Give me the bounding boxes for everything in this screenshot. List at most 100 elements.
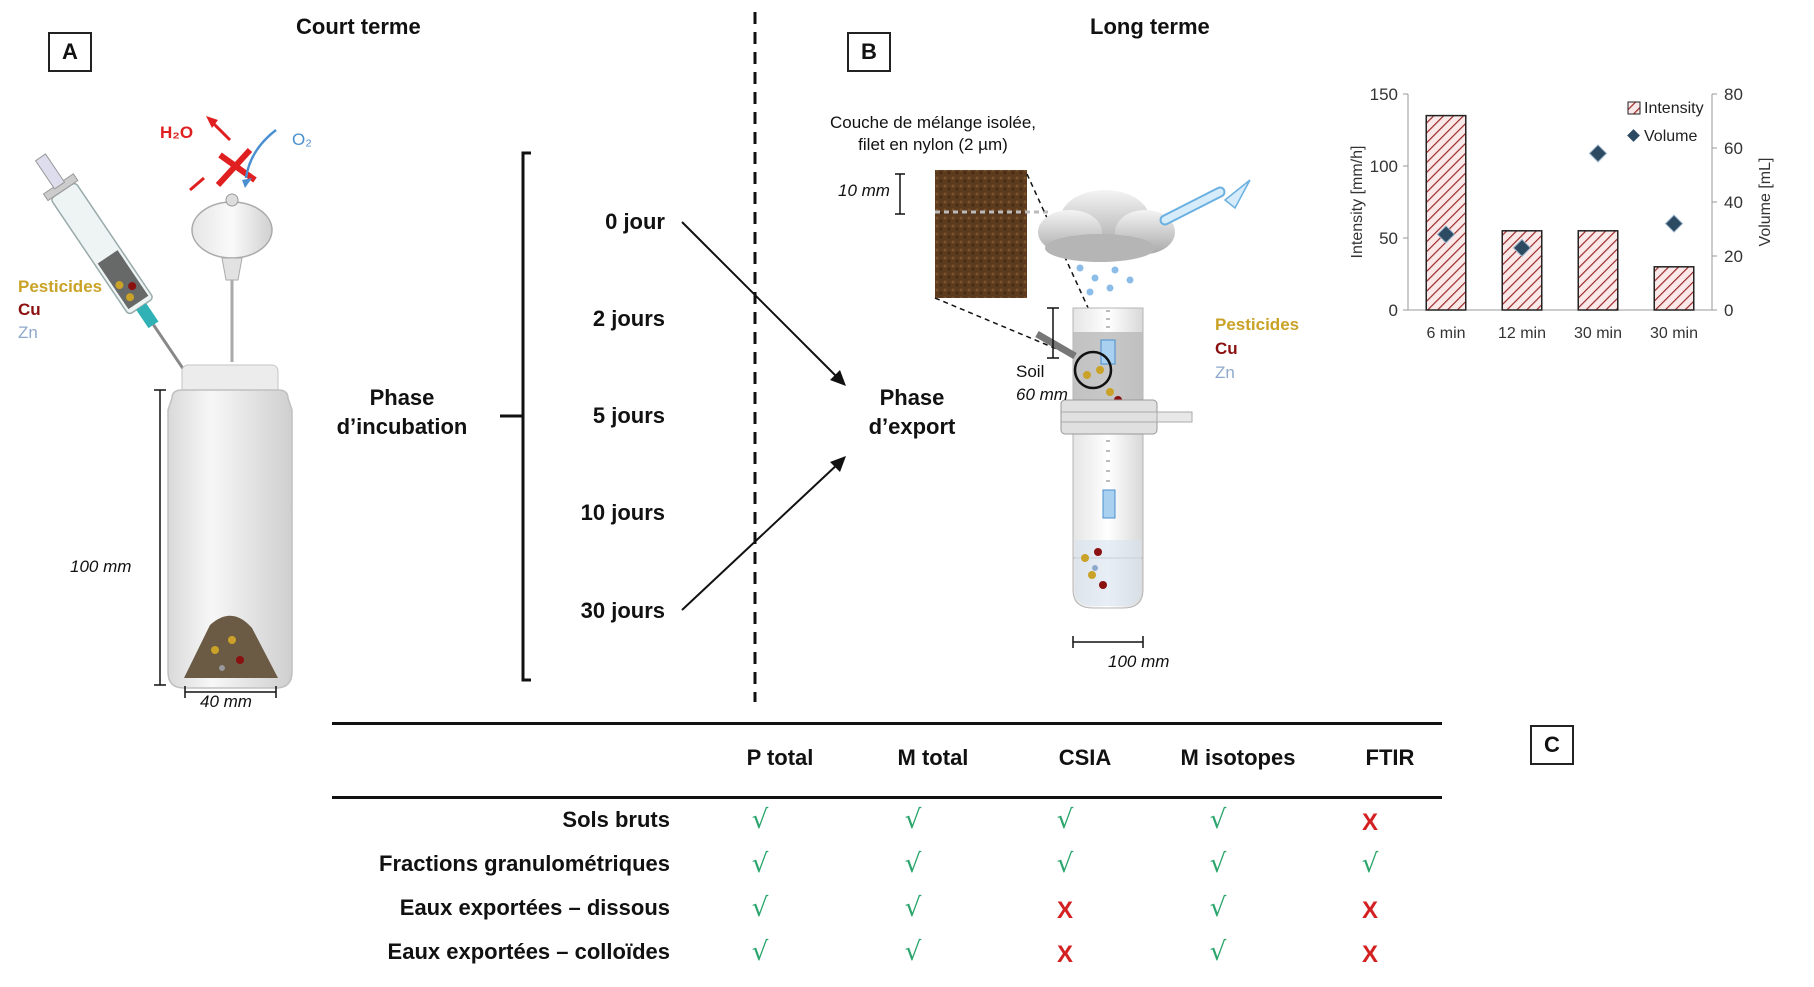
check-mark-icon: √	[904, 805, 922, 835]
filter-icon	[191, 193, 273, 362]
check-mark-icon: √	[904, 893, 922, 923]
o2-label: O₂	[292, 130, 312, 149]
mixing-layer-caption-line1: Couche de mélange isolée,	[829, 113, 1037, 132]
column-header-m-isotopes: M isotopes	[1180, 745, 1296, 770]
day-0: 0 jour	[605, 209, 665, 234]
cross-mark-icon: X	[1361, 897, 1378, 924]
y-tick-label: 150	[1370, 85, 1398, 104]
soil-column-tube	[1035, 307, 1193, 609]
h2o-label: H₂O	[160, 123, 194, 142]
column-header-csia: CSIA	[1058, 745, 1112, 770]
soil-depth-dim: 60 mm	[1016, 385, 1068, 404]
check-mark-icon: √	[1209, 937, 1227, 967]
x-tick-label: 30 min	[1650, 325, 1698, 342]
x-tick-label: 30 min	[1574, 325, 1622, 342]
pesticides-label-a: Pesticides	[18, 277, 103, 296]
check-mark-icon: √	[751, 805, 769, 835]
panel-label-b: B	[847, 32, 891, 72]
check-mark-icon: √	[904, 937, 922, 967]
y2-axis-label: Volume [mL]	[1757, 158, 1774, 247]
pesticides-label-b: Pesticides	[1215, 315, 1300, 334]
check-mark-icon: √	[1056, 805, 1074, 835]
check-mark-icon: √	[1361, 849, 1379, 879]
column-header-p-total: P total	[746, 745, 814, 770]
incubation-bracket	[500, 151, 531, 682]
volume-point	[1664, 214, 1684, 233]
cu-label-a: Cu	[18, 300, 41, 319]
volume-point	[1512, 238, 1532, 258]
column-header-m-total: M total	[897, 745, 969, 770]
blocked-exchange-icon	[189, 116, 277, 192]
check-mark-icon: √	[751, 849, 769, 879]
x-tick-label: 6 min	[1426, 325, 1465, 342]
table-row-label: Sols bruts	[562, 807, 670, 832]
incubation-apparatus-illustration	[34, 116, 293, 698]
y2-tick-label: 40	[1724, 193, 1743, 212]
check-mark-icon: √	[751, 937, 769, 967]
y-axis-label: Intensity [mm/h]	[1349, 146, 1366, 259]
column-header-ftir: FTIR	[1365, 745, 1415, 770]
export-phase-label: Phase d’export	[832, 383, 992, 441]
day-2: 2 jours	[592, 306, 665, 331]
column-width-dim: 100 mm	[1108, 652, 1170, 671]
cross-mark-icon: X	[1056, 941, 1073, 968]
check-mark-icon: √	[904, 849, 922, 879]
long-term-title: Long terme	[1090, 14, 1210, 39]
legend-intensity-label: Intensity	[1644, 100, 1704, 117]
export-phase-line2: d’export	[868, 414, 956, 439]
incubation-phase-label: Phase d’incubation	[322, 383, 482, 441]
table-row-label: Eaux exportées – colloïdes	[387, 939, 670, 964]
day-10: 10 jours	[580, 500, 665, 525]
check-mark-icon: √	[1209, 849, 1227, 879]
volume-point	[1588, 144, 1608, 163]
soil-column-illustration	[895, 170, 1251, 648]
cu-label-b: Cu	[1215, 339, 1238, 358]
intensity-bar	[1653, 266, 1695, 311]
bottle-icon	[167, 364, 293, 689]
cross-mark-icon: X	[1056, 897, 1073, 924]
legend-volume-swatch	[1627, 129, 1640, 142]
panel-label-c: C	[1530, 725, 1574, 765]
layer-thickness-dim: 10 mm	[838, 181, 890, 200]
to-chart-arrow-icon	[1159, 179, 1251, 226]
export-arrows	[681, 221, 846, 611]
intensity-bar	[1425, 114, 1467, 311]
bottle-width-dim: 40 mm	[200, 692, 252, 711]
cross-mark-icon: X	[1361, 941, 1378, 968]
check-mark-icon: √	[1209, 893, 1227, 923]
legend-volume-label: Volume	[1644, 128, 1697, 145]
y2-tick-label: 60	[1724, 139, 1743, 158]
incubation-phase-line2: d’incubation	[336, 414, 468, 439]
check-mark-icon: √	[1056, 849, 1074, 879]
x-tick-label: 12 min	[1498, 325, 1546, 342]
y-tick-label: 0	[1389, 301, 1398, 320]
cross-mark-icon: X	[1361, 809, 1378, 836]
y-tick-label: 100	[1370, 157, 1398, 176]
y2-tick-label: 80	[1724, 85, 1743, 104]
zn-label-a: Zn	[18, 323, 38, 342]
day-5: 5 jours	[592, 403, 665, 428]
soil-label: Soil	[1016, 362, 1045, 381]
y-tick-label: 50	[1379, 229, 1398, 248]
rain-cloud-icon	[1038, 190, 1175, 296]
panel-label-a: A	[48, 32, 92, 72]
mixing-layer-caption: Couche de mélange isolée, filet en nylon…	[808, 112, 1058, 156]
bottle-height-dim: 100 mm	[70, 557, 132, 576]
export-phase-line1: Phase	[879, 385, 945, 410]
table-top-rule	[332, 722, 1442, 725]
mixing-layer-caption-line2: filet en nylon (2 µm)	[858, 135, 1008, 154]
volume-point	[1436, 225, 1456, 244]
table-row-label: Eaux exportées – dissous	[399, 895, 670, 920]
section-divider	[753, 12, 757, 702]
table-header-rule	[332, 796, 1442, 799]
short-term-title: Court terme	[296, 14, 421, 39]
incubation-phase-line1: Phase	[369, 385, 435, 410]
check-mark-icon: √	[751, 893, 769, 923]
table-row-label: Fractions granulométriques	[379, 851, 670, 876]
intensity-bar	[1577, 230, 1619, 311]
check-mark-icon: √	[1209, 805, 1227, 835]
zn-label-b: Zn	[1215, 363, 1235, 382]
legend-intensity-swatch	[1627, 101, 1641, 115]
y2-tick-label: 20	[1724, 247, 1743, 266]
